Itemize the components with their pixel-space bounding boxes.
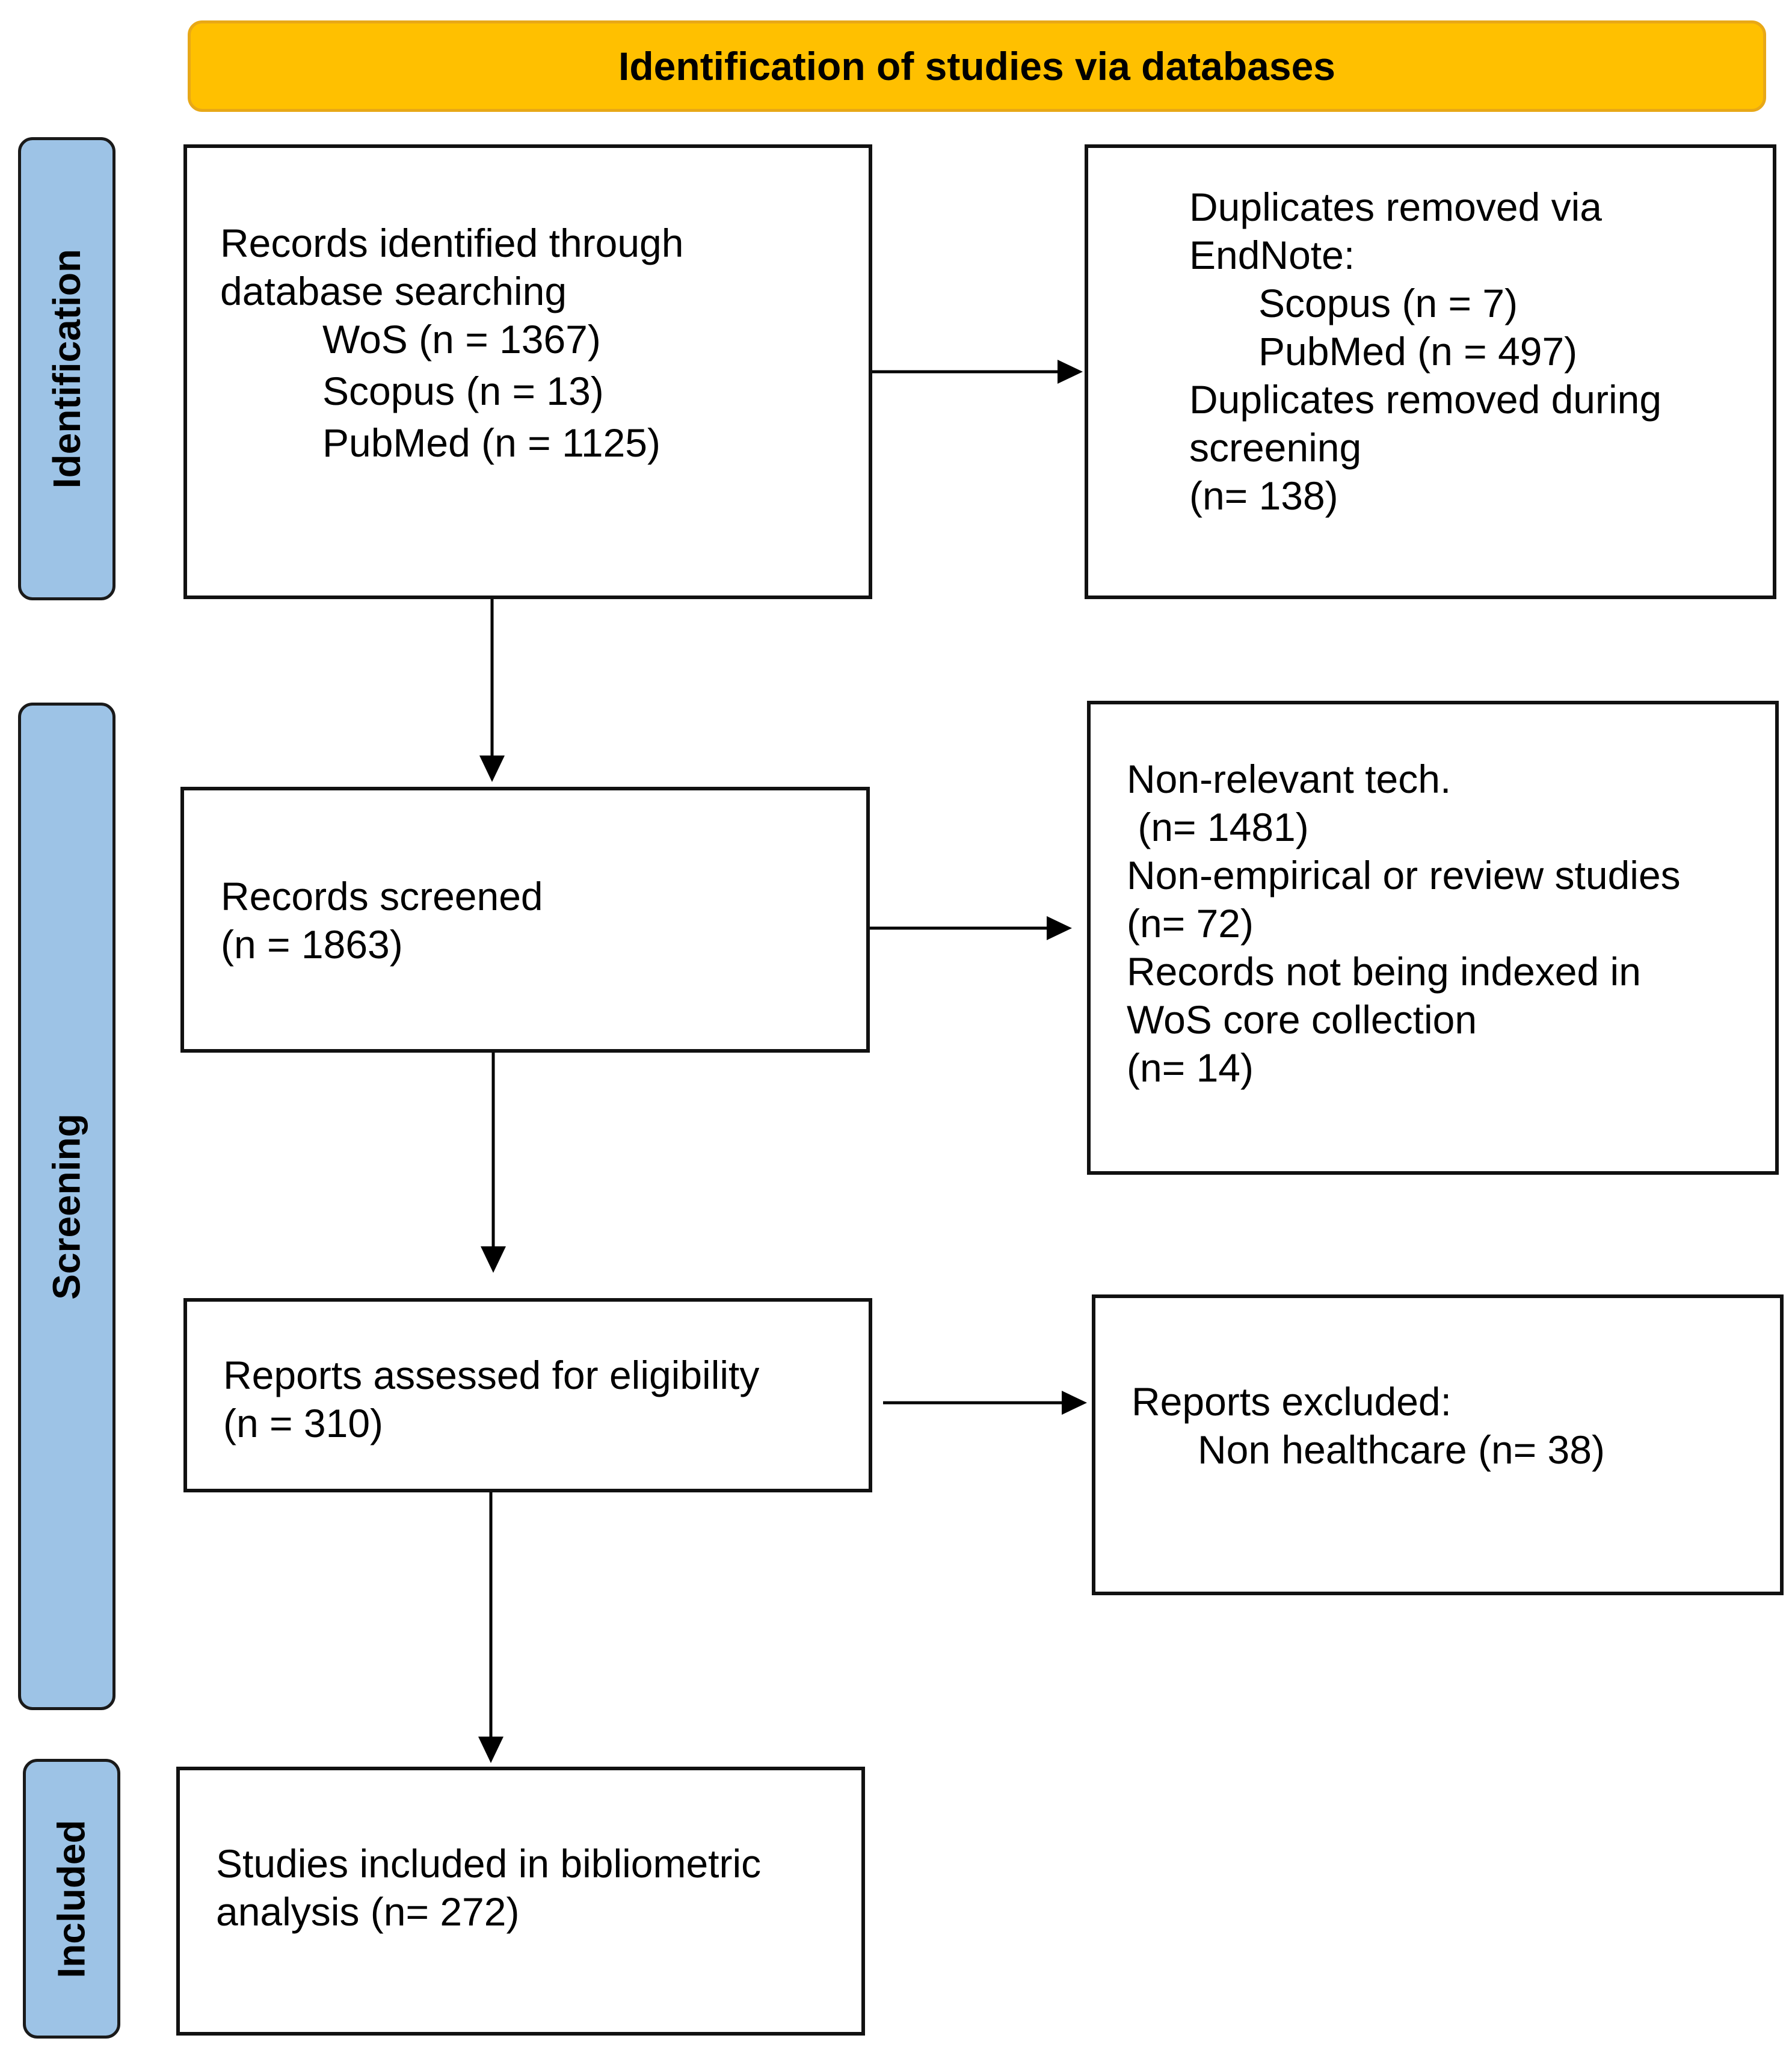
- header-title: Identification of studies via databases: [618, 44, 1335, 88]
- reports-excluded-line1: Reports excluded:: [1132, 1379, 1452, 1424]
- included-line1: Studies included in bibliometric: [216, 1841, 762, 1886]
- duplicates-line1: Duplicates removed via: [1189, 185, 1602, 229]
- duplicates-removed-box: Duplicates removed via EndNote: Scopus (…: [1085, 144, 1776, 599]
- duplicates-scopus: Scopus (n = 7): [1258, 281, 1518, 325]
- included-line2: analysis (n= 272): [216, 1889, 520, 1934]
- records-identified-box: Records identified through database sear…: [183, 144, 872, 599]
- records-screened-box: Records screened (n = 1863): [180, 787, 870, 1053]
- exclusions-line5: Records not being indexed in: [1127, 949, 1641, 994]
- stage-screening: Screening: [18, 703, 115, 1710]
- records-screened-line1: Records screened: [221, 874, 543, 919]
- records-identified-line2: database searching: [220, 269, 567, 313]
- reports-excluded-line2: Non healthcare (n= 38): [1198, 1427, 1605, 1472]
- records-identified-scopus: Scopus (n = 13): [322, 369, 604, 413]
- included-box: Studies included in bibliometric analysi…: [176, 1767, 865, 2036]
- stage-included: Included: [23, 1759, 120, 2039]
- eligibility-box: Reports assessed for eligibility (n = 31…: [183, 1298, 872, 1492]
- records-screened-line2: (n = 1863): [221, 922, 403, 967]
- duplicates-pubmed: PubMed (n = 497): [1258, 329, 1578, 374]
- records-identified-pubmed: PubMed (n = 1125): [322, 420, 660, 465]
- duplicates-line5: Duplicates removed during: [1189, 377, 1662, 422]
- arrowhead-included: [478, 1737, 503, 1763]
- exclusions-line3: Non-empirical or review studies: [1127, 853, 1681, 897]
- records-identified-wos: WoS (n = 1367): [322, 317, 601, 362]
- eligibility-line2: (n = 310): [223, 1401, 383, 1445]
- duplicates-line7: (n= 138): [1189, 473, 1338, 518]
- exclusions-line7: (n= 14): [1127, 1045, 1254, 1090]
- arrowhead-screened: [479, 756, 505, 782]
- duplicates-line6: screening: [1189, 425, 1362, 470]
- exclusions-line1: Non-relevant tech.: [1127, 757, 1452, 801]
- records-identified-line1: Records identified through: [220, 221, 684, 265]
- exclusions-line2: (n= 1481): [1127, 805, 1309, 849]
- arrowhead-reports-excluded: [1062, 1391, 1087, 1415]
- exclusions-line6: WoS core collection: [1127, 997, 1477, 1042]
- header-banner: Identification of studies via databases: [188, 20, 1766, 112]
- duplicates-line2: EndNote:: [1189, 233, 1355, 277]
- arrowhead-eligibility: [481, 1246, 506, 1273]
- exclusions-line4: (n= 72): [1127, 901, 1254, 946]
- reports-excluded-box: Reports excluded: Non healthcare (n= 38): [1092, 1294, 1784, 1595]
- arrowhead-duplicates: [1058, 360, 1083, 384]
- eligibility-line1: Reports assessed for eligibility: [223, 1353, 760, 1397]
- stage-identification: Identification: [18, 137, 115, 600]
- arrowhead-exclusions: [1047, 916, 1072, 940]
- screening-exclusions-box: Non-relevant tech. (n= 1481) Non-empiric…: [1087, 701, 1779, 1175]
